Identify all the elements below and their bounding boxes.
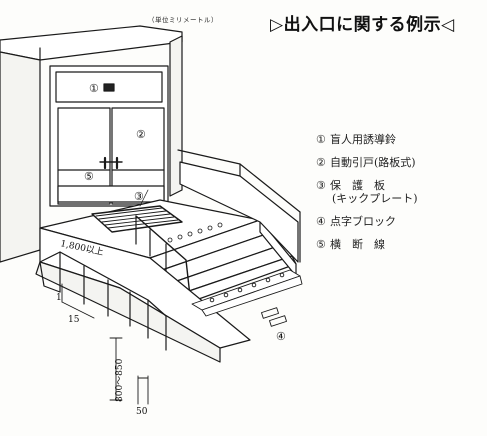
callout-3: ③	[134, 190, 144, 203]
step-tactile-dots	[167, 222, 223, 243]
legend-label: 自動引戸(路板式)	[330, 156, 416, 169]
callout-1: ①	[89, 82, 99, 95]
callout-2: ②	[136, 128, 146, 141]
page-title: ▷出入口に関する例示◁	[270, 15, 455, 35]
callout-5: ⑤	[84, 170, 94, 183]
kick-plate	[57, 185, 165, 203]
staircase	[149, 219, 297, 301]
legend-label: 保 護 板	[330, 179, 385, 192]
right-pillar	[169, 35, 183, 197]
callout-3-leader	[139, 189, 149, 207]
legend-item-tactile-block: ④ 点字ブロック	[316, 215, 481, 228]
slope-run-label: 15	[68, 315, 80, 325]
legend-number: ③	[316, 179, 326, 192]
slope-indicator	[61, 283, 95, 319]
legend-label: 点字ブロック	[330, 215, 396, 228]
rail-extension-label: 50	[136, 407, 148, 417]
callout-4: ④	[276, 330, 286, 343]
guide-chime-box	[103, 83, 115, 92]
legend-label: 盲人用誘導鈴	[330, 133, 396, 146]
door-mat	[91, 205, 183, 233]
legend-item-crossing-line: ⑤ 横 断 線	[316, 238, 481, 251]
left-wall	[0, 51, 41, 263]
legend-number: ④	[316, 215, 326, 228]
legend-label: 横 断 線	[330, 238, 385, 251]
rail-height-dimension	[109, 337, 149, 405]
legend-item-guide-chime: ① 盲人用誘導鈴	[316, 133, 481, 146]
stair-handrail-left	[135, 215, 191, 297]
legend-sublabel: (キックプレート)	[332, 192, 418, 205]
rail-height-label: 800〜850	[115, 358, 125, 402]
legend-number: ①	[316, 133, 326, 146]
legend-number: ②	[316, 156, 326, 169]
tactile-paving	[191, 269, 303, 327]
canopy	[0, 25, 183, 61]
slope-rise-label: 1	[56, 293, 62, 303]
legend: ① 盲人用誘導鈴 ② 自動引戸(路板式) ③ 保 護 板 (キックプレート) ④…	[316, 133, 481, 261]
legend-item-kick-plate: ③ 保 護 板 (キックプレート)	[316, 179, 481, 205]
unit-note: （単位ミリメートル）	[148, 16, 218, 24]
legend-number: ⑤	[316, 238, 326, 251]
legend-item-auto-door: ② 自動引戸(路板式)	[316, 156, 481, 169]
ramp-handrail	[39, 251, 167, 351]
